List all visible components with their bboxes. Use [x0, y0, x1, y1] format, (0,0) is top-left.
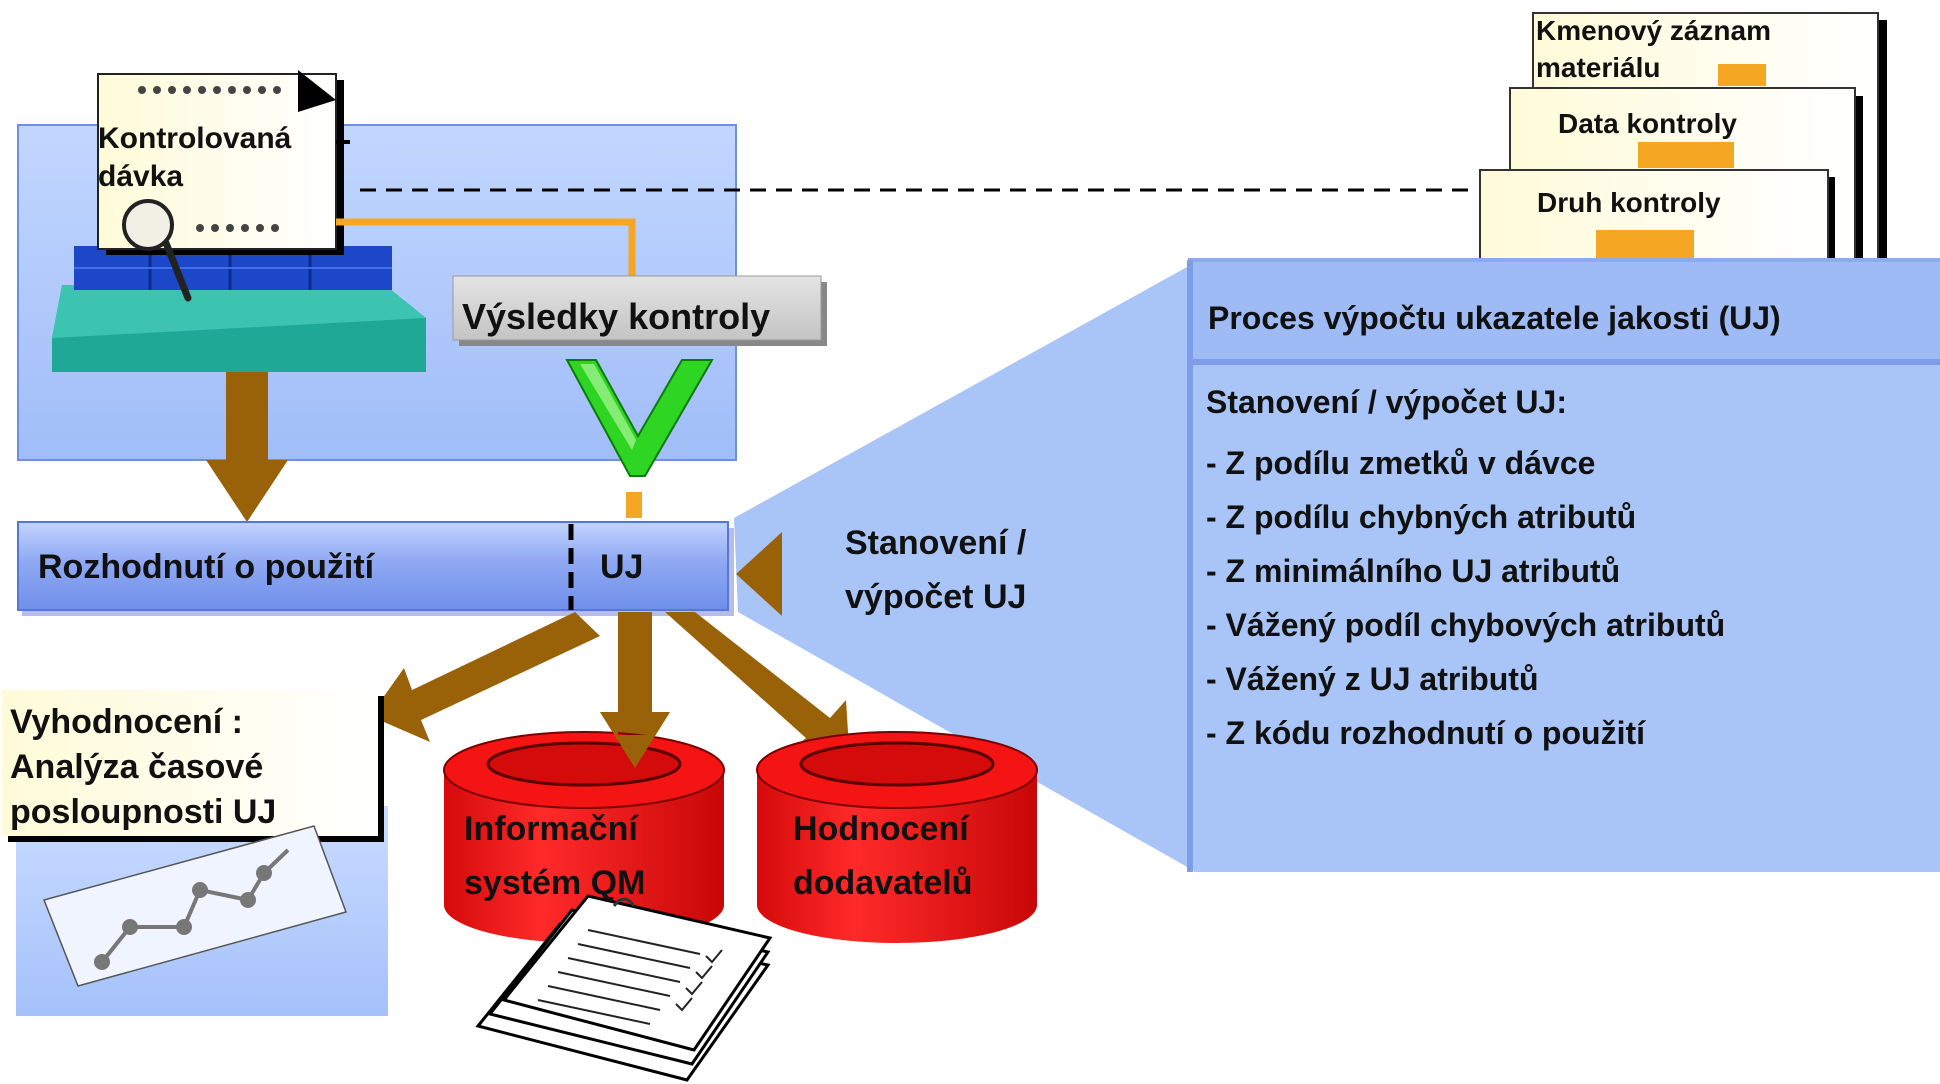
process-item: - Vážený podíl chybových atributů: [1206, 607, 1726, 643]
batch-title: Kontrolovaná dávka: [98, 120, 291, 196]
calc-pointer-arrow: [736, 532, 782, 616]
master-card-material-line1: Kmenový záznam: [1536, 15, 1771, 46]
process-item: - Z podílu chybných atributů: [1206, 499, 1637, 535]
process-item: - Z minimálního UJ atributů: [1206, 553, 1621, 589]
batch-container-icon: [52, 246, 426, 372]
database-qm-line1: Informační: [464, 810, 638, 848]
results-label: Výsledky kontroly: [462, 296, 771, 337]
process-item: - Z kódu rozhodnutí o použití: [1206, 715, 1645, 751]
process-subtitle: Stanovení / výpočet UJ:: [1206, 384, 1567, 420]
evaluation-line2: Analýza časové: [10, 748, 264, 786]
calc-label-line2: výpočet UJ: [845, 578, 1027, 616]
database-qm-icon: [443, 731, 725, 943]
process-item: - Z podílu zmetků v dávce: [1206, 445, 1596, 481]
database-qm-line2: systém QM: [464, 864, 646, 902]
decision-bar: [17, 521, 729, 611]
master-card-inspection-type: Druh kontroly: [1537, 187, 1721, 218]
database-suppliers-line2: dodavatelů: [793, 864, 973, 902]
evaluation-label: Vyhodnocení : Analýza časové posloupnost…: [10, 700, 276, 835]
calc-label-line1: Stanovení /: [845, 524, 1027, 562]
master-card-inspection-data: Data kontroly: [1558, 108, 1737, 139]
results-box: [452, 275, 822, 341]
process-items: - Z podílu zmetků v dávce - Z podílu chy…: [1206, 436, 1725, 760]
trend-chart-icon: [42, 825, 347, 987]
magnifier-icon: [122, 199, 174, 251]
master-card-material: Kmenový záznam materiálu: [1536, 12, 1771, 86]
evaluation-line3: posloupnosti UJ: [10, 793, 277, 831]
process-title-bar: [1190, 262, 1940, 362]
database-qm-label: Informační systém QM: [464, 802, 645, 910]
database-suppliers-label: Hodnocení dodavatelů: [793, 802, 972, 910]
process-panel: [1194, 366, 1940, 872]
database-suppliers-line1: Hodnocení: [793, 810, 969, 848]
batch-title-line2: dávka: [98, 159, 184, 193]
uj-label: UJ: [600, 548, 644, 586]
process-title: Proces výpočtu ukazatele jakosti (UJ): [1208, 300, 1781, 336]
report-document-icon: [475, 894, 773, 1082]
calc-label: Stanovení / výpočet UJ: [845, 516, 1026, 624]
process-item: - Vážený z UJ atributů: [1206, 661, 1539, 697]
master-data-stack: [1479, 12, 1887, 296]
batch-to-decision-arrow: [206, 372, 288, 522]
evaluation-box: [2, 690, 378, 836]
batch-title-line1: Kontrolovaná: [98, 122, 292, 155]
results-connector: [336, 218, 636, 276]
batch-document-icon: [97, 70, 350, 302]
database-suppliers-icon: [756, 731, 1038, 943]
decision-label: Rozhodnutí o použití: [38, 548, 375, 586]
evaluation-line1: Vyhodnocení :: [10, 703, 243, 741]
master-card-material-line2: materiálu: [1536, 52, 1661, 83]
process-zoom-funnel: [734, 262, 1196, 872]
